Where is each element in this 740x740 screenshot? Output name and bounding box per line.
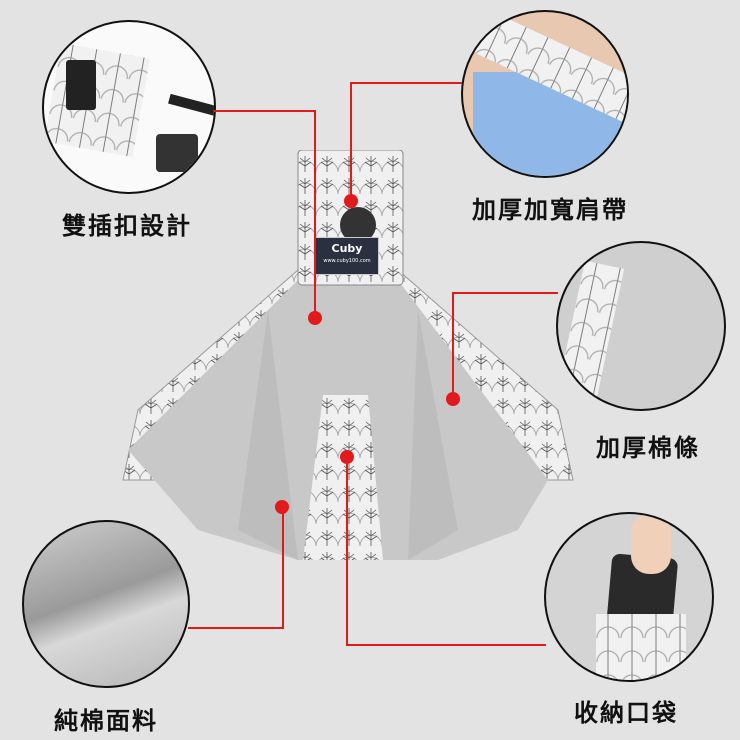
buckle-clip-icon	[156, 134, 198, 172]
brand-name: Cuby	[331, 242, 363, 255]
feature-label-padding: 加厚棉條	[596, 434, 700, 462]
marker-pocket	[340, 450, 354, 464]
buckle-fabric	[44, 42, 150, 158]
pocket-fabric	[596, 614, 686, 680]
marker-strap	[344, 194, 358, 208]
hand	[631, 514, 671, 574]
strap-icon	[168, 93, 214, 125]
feature-buckle-circle	[42, 20, 216, 194]
feature-label-fabric: 純棉面料	[54, 707, 158, 735]
feature-fabric-circle	[22, 520, 190, 688]
connector-padding-v	[452, 292, 454, 398]
feature-pocket-circle	[544, 512, 714, 682]
connector-strap-h	[350, 82, 462, 84]
feature-padding-circle	[556, 241, 726, 411]
connector-strap-v	[350, 82, 352, 200]
connector-fabric-v	[282, 506, 284, 629]
padding-fabric	[558, 260, 625, 409]
connector-fabric-h	[188, 627, 284, 629]
brand-tag: Cuby www.cuby100.com	[315, 237, 379, 275]
connector-pocket-h	[346, 644, 546, 646]
feature-label-strap: 加厚加寬肩帶	[472, 196, 628, 224]
marker-fabric	[275, 500, 289, 514]
connector-buckle-v	[314, 110, 316, 318]
marker-padding	[446, 392, 460, 406]
feature-strap-circle	[461, 10, 629, 178]
marker-buckle	[308, 311, 322, 325]
feature-label-pocket: 收納口袋	[574, 699, 678, 727]
feature-label-buckle: 雙插扣設計	[62, 212, 192, 240]
connector-pocket-v	[346, 456, 348, 646]
connector-buckle-h	[214, 110, 316, 112]
connector-padding-h	[452, 292, 558, 294]
buckle-icon	[66, 60, 96, 110]
brand-url: www.cuby100.com	[323, 258, 371, 264]
